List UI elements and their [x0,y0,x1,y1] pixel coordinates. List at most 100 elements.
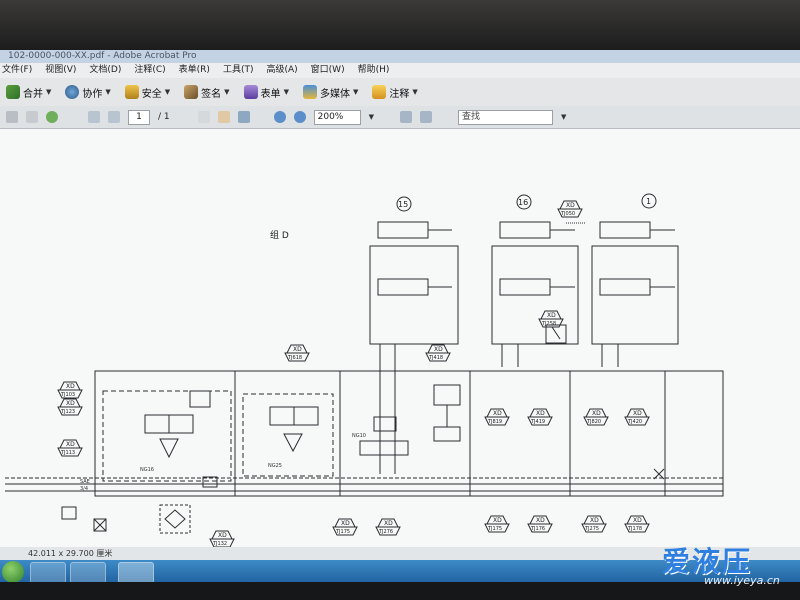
cylinder-box-1 [591,245,679,345]
filter-block [159,504,191,534]
comment-button[interactable]: 注释▼ [372,85,418,100]
circle-marker-1 [641,193,657,209]
previous-page-icon[interactable] [88,111,100,123]
xd-tag-bottom-shape [581,523,607,533]
next-page-icon[interactable] [108,111,120,123]
watermark-logo: 爱液压 [662,545,753,578]
xd-tag-id: TJ418 [428,355,443,361]
circle-label-15: 15 [398,200,408,209]
xd-tag-id: TJ176 [530,526,545,532]
directional-valve [433,384,461,406]
comment-icon [372,85,387,99]
find-dropdown-icon[interactable]: ▼ [561,113,567,121]
navigation-toolbar: 1 / 1 200% ▼ 查找 ▼ [0,106,800,129]
document-view[interactable]: 组 D 15 16 1 [0,129,800,548]
full-screen-icon[interactable] [420,111,433,123]
check-valve-2 [283,433,303,453]
forms-button[interactable]: 表单▼ [243,85,289,100]
xd-tag-bottom-shape [375,526,401,536]
sign-button[interactable]: 签名▼ [184,85,230,100]
xd-tag-code: XD [384,520,393,527]
collaborate-button[interactable]: 协作▼ [65,85,111,100]
menu-forms[interactable]: 表单(R) [178,65,210,75]
page-number-input[interactable]: 1 [128,109,150,125]
filter-icon [164,509,186,529]
xd-tag-id: TJ258 [541,321,556,327]
menu-help[interactable]: 帮助(H) [357,65,390,75]
taskbar-browser-button[interactable] [70,562,106,584]
xd-tag-code: XD [590,517,599,524]
xd-tag-id: TJ820 [586,419,601,425]
menu-file[interactable]: 文件(F) [2,65,33,75]
start-button[interactable] [2,561,24,583]
screen: 102-0000-000-XX.pdf - Adobe Acrobat Pro … [0,50,800,585]
group-label: 组 D [270,229,289,241]
xd-tag-id: TJ819 [487,419,502,425]
lock-icon [124,85,139,99]
email-icon[interactable] [26,111,38,123]
globe-icon[interactable] [46,111,58,123]
xd-tag-id: TJ276 [378,529,393,535]
zoom-in-icon[interactable] [293,111,306,123]
combine-button[interactable]: 合并▼ [6,85,51,100]
xd-tag-bottom-shape [425,352,451,362]
menu-advanced[interactable]: 高级(A) [266,65,298,75]
menu-window[interactable]: 窗口(W) [310,65,345,75]
cylinder-16-top [499,221,551,239]
combine-icon [6,85,20,99]
xd-tag-bottom-shape [484,416,510,426]
xd-tag: XD TJ176 [527,515,553,533]
xd-tag-code: XD [66,383,75,390]
taskbar-explorer-button[interactable] [30,562,66,584]
xd-tag: XD TJ178 [624,515,650,533]
cylinder-15-top [377,221,429,239]
xd-tag-id: TJ178 [627,526,642,532]
print-icon[interactable] [6,111,18,123]
status-bar: 42.011 x 29.700 厘米 [0,547,800,560]
menu-comments[interactable]: 注释(C) [134,65,166,75]
circle-marker-16 [516,194,532,210]
fit-page-icon[interactable] [400,111,413,123]
menu-document[interactable]: 文档(D) [89,65,122,75]
xd-tag-bottom-shape [284,352,310,362]
multimedia-icon [302,85,317,99]
collaborate-icon [65,85,80,99]
security-button[interactable]: 安全▼ [124,85,170,100]
check-valve-1 [159,438,179,459]
zoom-out-icon[interactable] [273,111,286,123]
xd-tag-code: XD [493,517,502,524]
zoom-dropdown-icon[interactable]: ▼ [368,113,375,121]
xd-tag-bottom-shape [527,416,553,426]
valve-block-2 [242,393,334,477]
annotation-ng25: NG25 [268,463,282,469]
taskbar-acrobat-button[interactable] [118,562,154,584]
xd-tag-id: TJ103 [60,392,75,398]
xd-tag-code: XD [536,517,545,524]
hand-tool-icon[interactable] [217,111,230,123]
main-toolbar: 合并▼ 协作▼ 安全▼ 签名▼ 表单▼ 多媒体▼ 注释▼ [0,78,800,107]
annotation-ng10: NG10 [352,433,366,439]
zoom-level-select[interactable]: 200% [313,109,361,125]
circle-marker-15 [396,196,412,212]
xd-tag-code: XD [536,410,545,417]
xd-tag-code: XD [633,517,642,524]
multimedia-button[interactable]: 多媒体▼ [302,85,358,100]
select-tool-icon[interactable] [197,111,210,123]
zoom-tool-icon[interactable] [237,111,250,123]
window-title: 102-0000-000-XX.pdf - Adobe Acrobat Pro [0,50,800,63]
pump-symbol [61,506,77,520]
annotation-sae: SAE [80,479,90,485]
monitor-bezel-top [0,0,800,52]
xd-tag-code: XD [293,346,302,353]
find-input[interactable]: 查找 [458,109,554,125]
menu-tools[interactable]: 工具(T) [222,65,254,75]
menu-view[interactable]: 视图(V) [45,65,77,75]
